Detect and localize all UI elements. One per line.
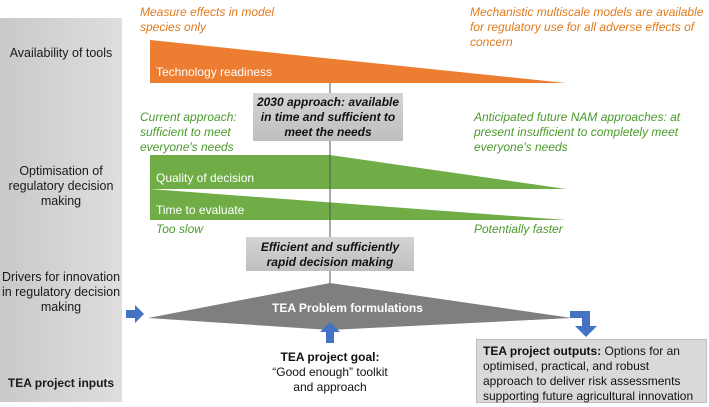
time-to-evaluate-label: Time to evaluate — [156, 203, 245, 217]
project-goal-title: TEA project goal: — [280, 350, 380, 364]
quality-of-decision-wedge — [150, 155, 566, 189]
potentially-faster-note: Potentially faster — [474, 222, 563, 236]
approach-2030-box: 2030 approach: available in time and suf… — [253, 93, 403, 141]
project-goal-line2: and approach — [293, 380, 367, 394]
tea-project-inputs-label: TEA project inputs — [7, 376, 115, 390]
current-approach-note: Current approach: sufficient to meet eve… — [140, 110, 237, 154]
quality-of-decision-label: Quality of decision — [156, 171, 255, 185]
problem-formulations-label: TEA Problem formulations — [272, 301, 423, 315]
outputs-bent-arrow-icon — [570, 311, 597, 337]
inputs-column — [0, 18, 122, 402]
too-slow-note: Too slow — [156, 222, 203, 236]
time-to-evaluate-wedge — [150, 189, 566, 220]
mechanistic-models-note: Mechanistic multiscale models are availa… — [470, 5, 704, 49]
problem-formulations-triangle — [148, 283, 572, 330]
drivers-for-innovation-label: Drivers for innovation in regulatory dec… — [1, 270, 121, 314]
project-outputs-box: TEA project outputs: Options for an opti… — [476, 339, 707, 403]
project-goal-line1: “Good enough” toolkit — [272, 365, 388, 379]
measure-effects-note: Measure effects in model species only — [140, 5, 275, 34]
project-goal: TEA project goal: “Good enough” toolkit … — [260, 350, 400, 395]
project-outputs-title: TEA project outputs: — [483, 344, 602, 358]
anticipated-nam-note: Anticipated future NAM approaches: at pr… — [474, 110, 681, 154]
technology-readiness-label: Technology readiness — [156, 65, 273, 79]
availability-of-tools-label: Availability of tools — [9, 46, 113, 60]
technology-readiness-wedge — [150, 40, 566, 83]
project-outputs-text: Options for an optimised, practical, and… — [483, 344, 694, 403]
goal-arrow-up-icon — [320, 322, 340, 343]
inputs-arrow-icon — [126, 305, 144, 323]
efficient-decision-box: Efficient and sufficiently rapid decisio… — [246, 237, 414, 271]
optimisation-label: Optimisation of regulatory decision maki… — [8, 164, 114, 208]
